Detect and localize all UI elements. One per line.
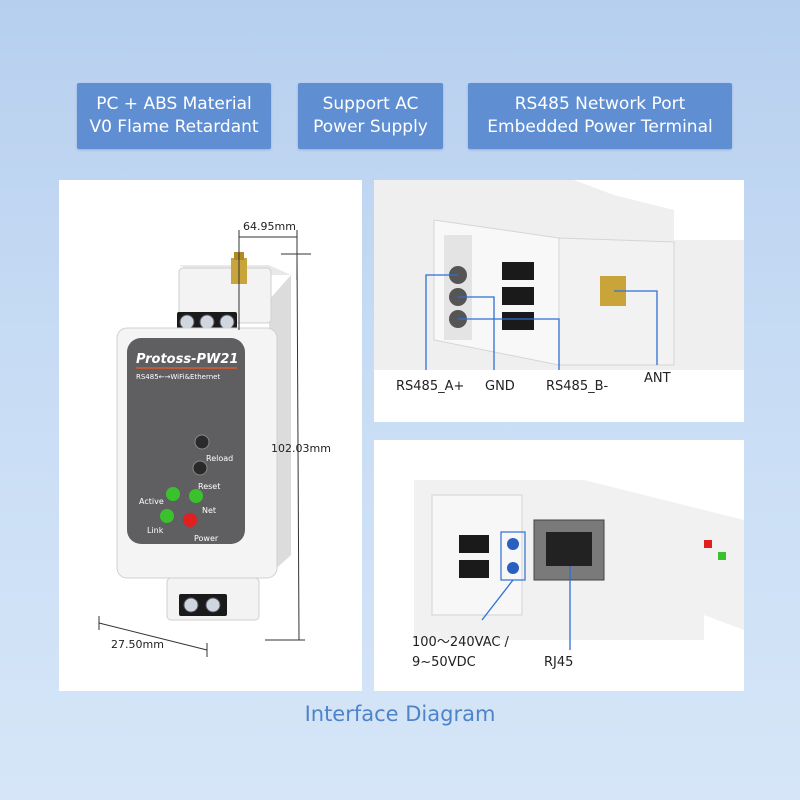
- device-front-label: [127, 338, 245, 544]
- device-front-panel: Protoss-PW21 RS485←→WiFi&Ethernet Reload…: [59, 180, 362, 691]
- feature-badge-material-line2: V0 Flame Retardant: [89, 117, 259, 137]
- link-led-icon: [160, 509, 174, 523]
- rs485-b-label: RS485_B-: [546, 379, 609, 394]
- reset-label: Reset: [198, 482, 220, 491]
- feature-badge-material-line1: PC + ABS Material: [96, 94, 252, 114]
- callout-lines: [481, 566, 571, 650]
- active-label: Active: [139, 497, 164, 506]
- rj45-label: RJ45: [544, 655, 573, 670]
- active-led-icon: [166, 487, 180, 501]
- power-spec-line1: 100～240VAC /: [412, 635, 510, 650]
- depth-dimension: 64.95mm: [243, 220, 296, 233]
- reload-button-icon: [194, 434, 210, 450]
- terminal-detail-illustration: RS485_A+ GND RS485_B- ANT: [374, 180, 744, 394]
- power-terminal-housing: [431, 494, 523, 616]
- net-label: Net: [202, 506, 216, 515]
- rj45-socket-icon: [546, 532, 592, 566]
- power-slot-icon: [459, 535, 489, 553]
- ant-label: ANT: [644, 371, 671, 386]
- status-led-red-icon: [704, 540, 712, 548]
- feature-badge-ports-line1: RS485 Network Port: [514, 94, 686, 114]
- terminal-slot-icon: [502, 262, 534, 280]
- feature-badge-ports: RS485 Network Port Embedded Power Termin…: [468, 83, 732, 149]
- gnd-label: GND: [485, 379, 515, 394]
- power-slot-icon: [459, 560, 489, 578]
- power-screw-icon: [507, 538, 519, 550]
- net-led-icon: [189, 489, 203, 503]
- reset-button-icon: [192, 460, 208, 476]
- terminal-slot-icon: [502, 312, 534, 330]
- device-front-illustration: Protoss-PW21 RS485←→WiFi&Ethernet Reload…: [98, 220, 331, 657]
- bottom-detail-illustration: 100～240VAC / 9~50VDC RJ45: [412, 480, 744, 670]
- dimension-lines: [98, 230, 311, 657]
- device-brand: Protoss-PW21: [136, 352, 238, 367]
- power-led-icon: [183, 513, 197, 527]
- power-spec-line2: 9~50VDC: [412, 655, 476, 670]
- power-label: Power: [194, 534, 219, 543]
- status-led-green-icon: [718, 552, 726, 560]
- height-dimension: 102.03mm: [271, 442, 331, 455]
- screw-icon: [183, 597, 199, 613]
- screw-icon: [179, 314, 195, 330]
- feature-badge-material: PC + ABS Material V0 Flame Retardant: [77, 83, 271, 149]
- rs485-a-label: RS485_A+: [396, 379, 464, 394]
- terminal-slot-icon: [502, 287, 534, 305]
- callout-lines: [425, 274, 658, 370]
- feature-badge-power-line1: Support AC: [322, 94, 419, 114]
- feature-badge-power-line2: Power Supply: [313, 117, 428, 137]
- width-dimension: 27.50mm: [111, 638, 164, 651]
- reload-label: Reload: [206, 454, 233, 463]
- terminal-detail-panel: RS485_A+ GND RS485_B- ANT: [374, 180, 744, 422]
- bottom-detail-panel: 100～240VAC / 9~50VDC RJ45: [374, 440, 744, 691]
- interface-diagram-caption: Interface Diagram: [304, 702, 496, 726]
- device-subtitle: RS485←→WiFi&Ethernet: [136, 373, 220, 381]
- feature-badge-power: Support AC Power Supply: [298, 83, 443, 149]
- screw-icon: [219, 314, 235, 330]
- screw-icon: [205, 597, 221, 613]
- power-screw-icon: [507, 562, 519, 574]
- screw-icon: [199, 314, 215, 330]
- feature-badge-ports-line2: Embedded Power Terminal: [487, 117, 713, 137]
- link-label: Link: [147, 526, 164, 535]
